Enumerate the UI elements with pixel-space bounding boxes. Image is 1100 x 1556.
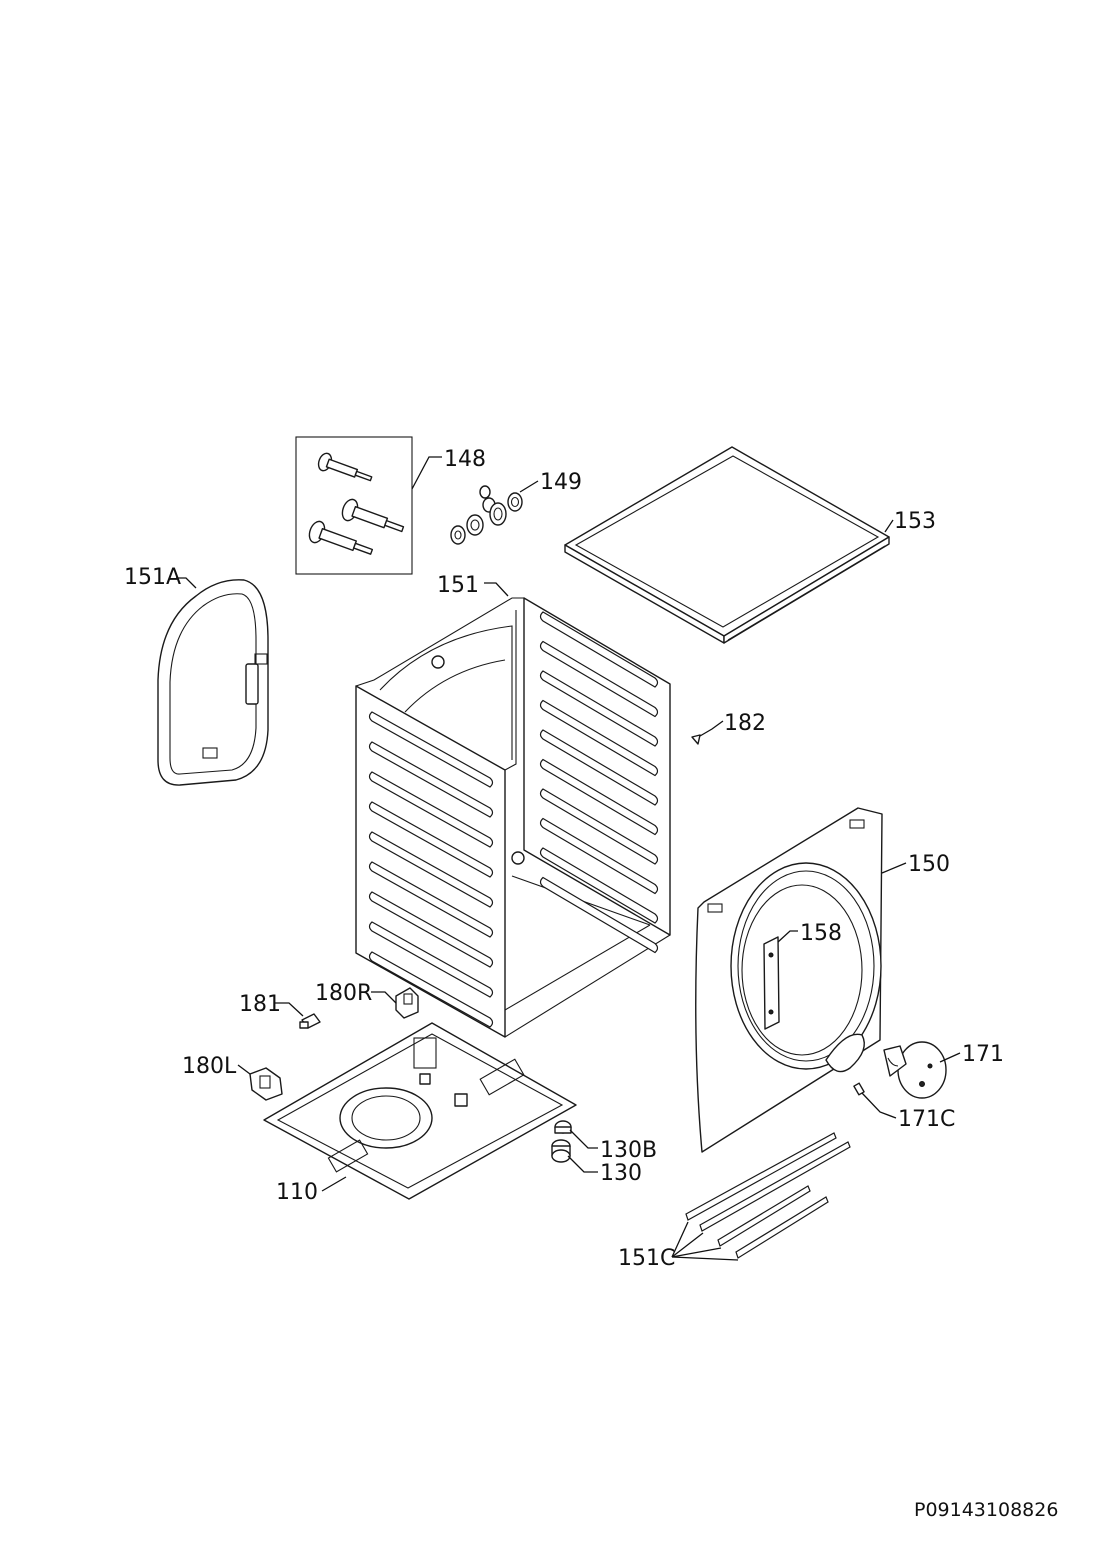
left-panel-rib (368, 741, 494, 818)
part-149-caps (450, 485, 523, 545)
right-panel-rib (539, 729, 659, 806)
right-panel-rib (539, 847, 659, 924)
left-panel-rib (368, 771, 494, 848)
left-panel-rib (368, 831, 494, 908)
callout-181: 181 (239, 992, 281, 1017)
callout-180R: 180R (315, 981, 372, 1006)
right-panel-rib (539, 788, 659, 865)
left-panel-rib (368, 921, 494, 998)
callout-153: 153 (894, 509, 936, 534)
callout-149: 149 (540, 470, 582, 495)
cabinet-side-ribs (368, 611, 659, 1028)
part-153-top-panel (564, 446, 890, 644)
part-150-front-panel (695, 807, 883, 1153)
callout-171: 171 (962, 1042, 1004, 1067)
callout-151: 151 (437, 573, 479, 598)
part-110-base (263, 1022, 577, 1200)
right-panel-rib (539, 699, 659, 777)
callout-171C: 171C (898, 1107, 955, 1132)
diagram-code: P09143108826 (914, 1499, 1058, 1521)
part-171C-screw (853, 1082, 865, 1096)
part-130B-nut (554, 1120, 572, 1134)
right-panel-rib (539, 611, 659, 688)
part-181-clip (299, 1013, 321, 1029)
part-171-door-lock (883, 1041, 947, 1099)
part-151C-trim-strips (685, 1132, 851, 1259)
callout-150: 150 (908, 852, 950, 877)
callout-180L: 180L (182, 1054, 237, 1079)
right-panel-rib (539, 640, 659, 718)
callout-130: 130 (600, 1161, 642, 1186)
callout-182: 182 (724, 711, 766, 736)
right-panel-rib (539, 817, 659, 895)
right-panel-rib (539, 758, 659, 836)
callout-158: 158 (800, 921, 842, 946)
callout-148: 148 (444, 447, 486, 472)
callout-110: 110 (276, 1180, 318, 1205)
right-panel-rib (539, 670, 659, 747)
callout-151C: 151C (618, 1246, 675, 1271)
left-panel-rib (368, 861, 494, 938)
right-panel-rib (539, 876, 659, 954)
part-130-foot (551, 1139, 571, 1163)
part-158-hinge (763, 936, 780, 1030)
left-panel-rib (368, 951, 494, 1028)
part-151A-rear-frame (157, 579, 269, 786)
left-panel-rib (368, 891, 494, 968)
left-panel-rib (368, 801, 494, 878)
part-182-screw (691, 734, 701, 745)
callout-130B: 130B (600, 1138, 657, 1163)
callout-151A: 151A (124, 565, 181, 590)
part-180L-bracket (249, 1067, 283, 1101)
part-148-transit-bolts (295, 436, 413, 575)
part-180R-bracket (395, 987, 419, 1019)
left-panel-rib (368, 711, 494, 788)
